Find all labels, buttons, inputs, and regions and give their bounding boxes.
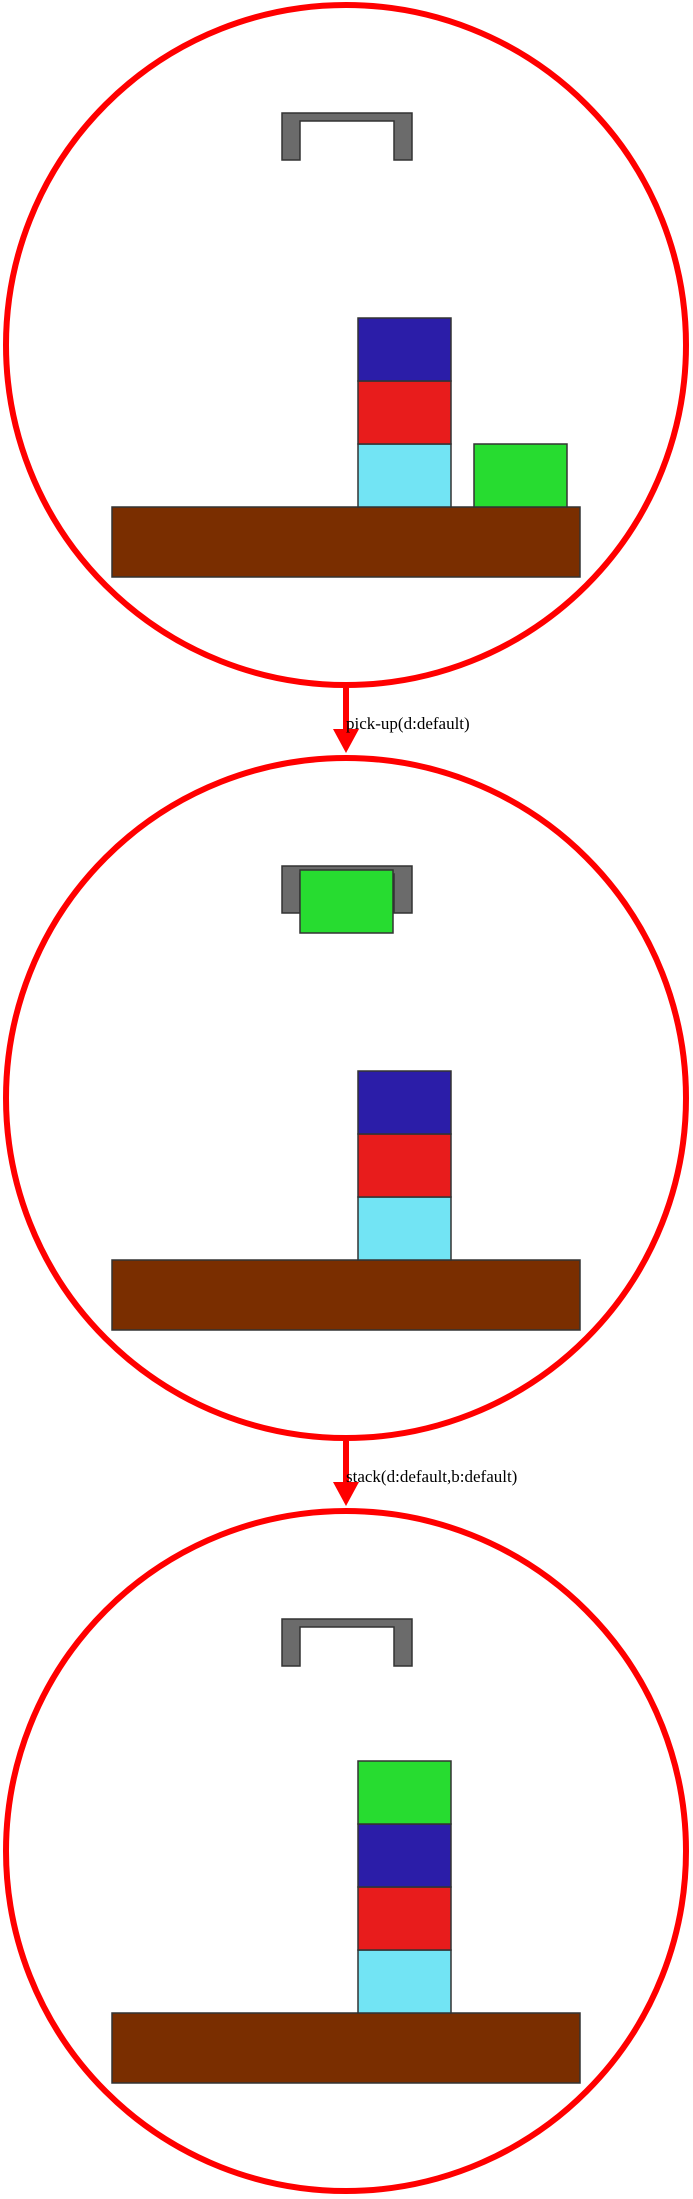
states-layer — [3, 2, 689, 2194]
held-block — [299, 869, 394, 934]
state-ring — [3, 755, 689, 1441]
block — [357, 380, 452, 445]
arrows-layer: pick-up(d:default) stack(d:default,b:def… — [333, 688, 517, 1506]
block — [357, 317, 452, 382]
block — [357, 1196, 452, 1261]
block — [357, 1760, 452, 1825]
state-1 — [3, 2, 689, 688]
transition-arrow-2: stack(d:default,b:default) — [333, 1441, 517, 1506]
gripper-icon — [281, 1618, 413, 1667]
transition-arrow-1: pick-up(d:default) — [333, 688, 470, 753]
gripper-icon — [281, 112, 413, 161]
arrowhead-icon — [333, 1482, 359, 1506]
state-2 — [3, 755, 689, 1441]
block — [357, 1133, 452, 1198]
state-ring — [3, 2, 689, 688]
block — [357, 443, 452, 508]
gripper-icon — [281, 865, 413, 914]
table — [111, 506, 581, 578]
action-label-stack: stack(d:default,b:default) — [346, 1467, 517, 1486]
block — [357, 1070, 452, 1135]
arrowhead-icon — [333, 729, 359, 753]
block — [357, 1949, 452, 2014]
action-label-pick-up: pick-up(d:default) — [346, 714, 470, 733]
block — [357, 1823, 452, 1888]
state-ring — [3, 1508, 689, 2194]
block — [473, 443, 568, 508]
table — [111, 2012, 581, 2084]
state-3 — [3, 1508, 689, 2194]
block — [357, 1886, 452, 1951]
table — [111, 1259, 581, 1331]
